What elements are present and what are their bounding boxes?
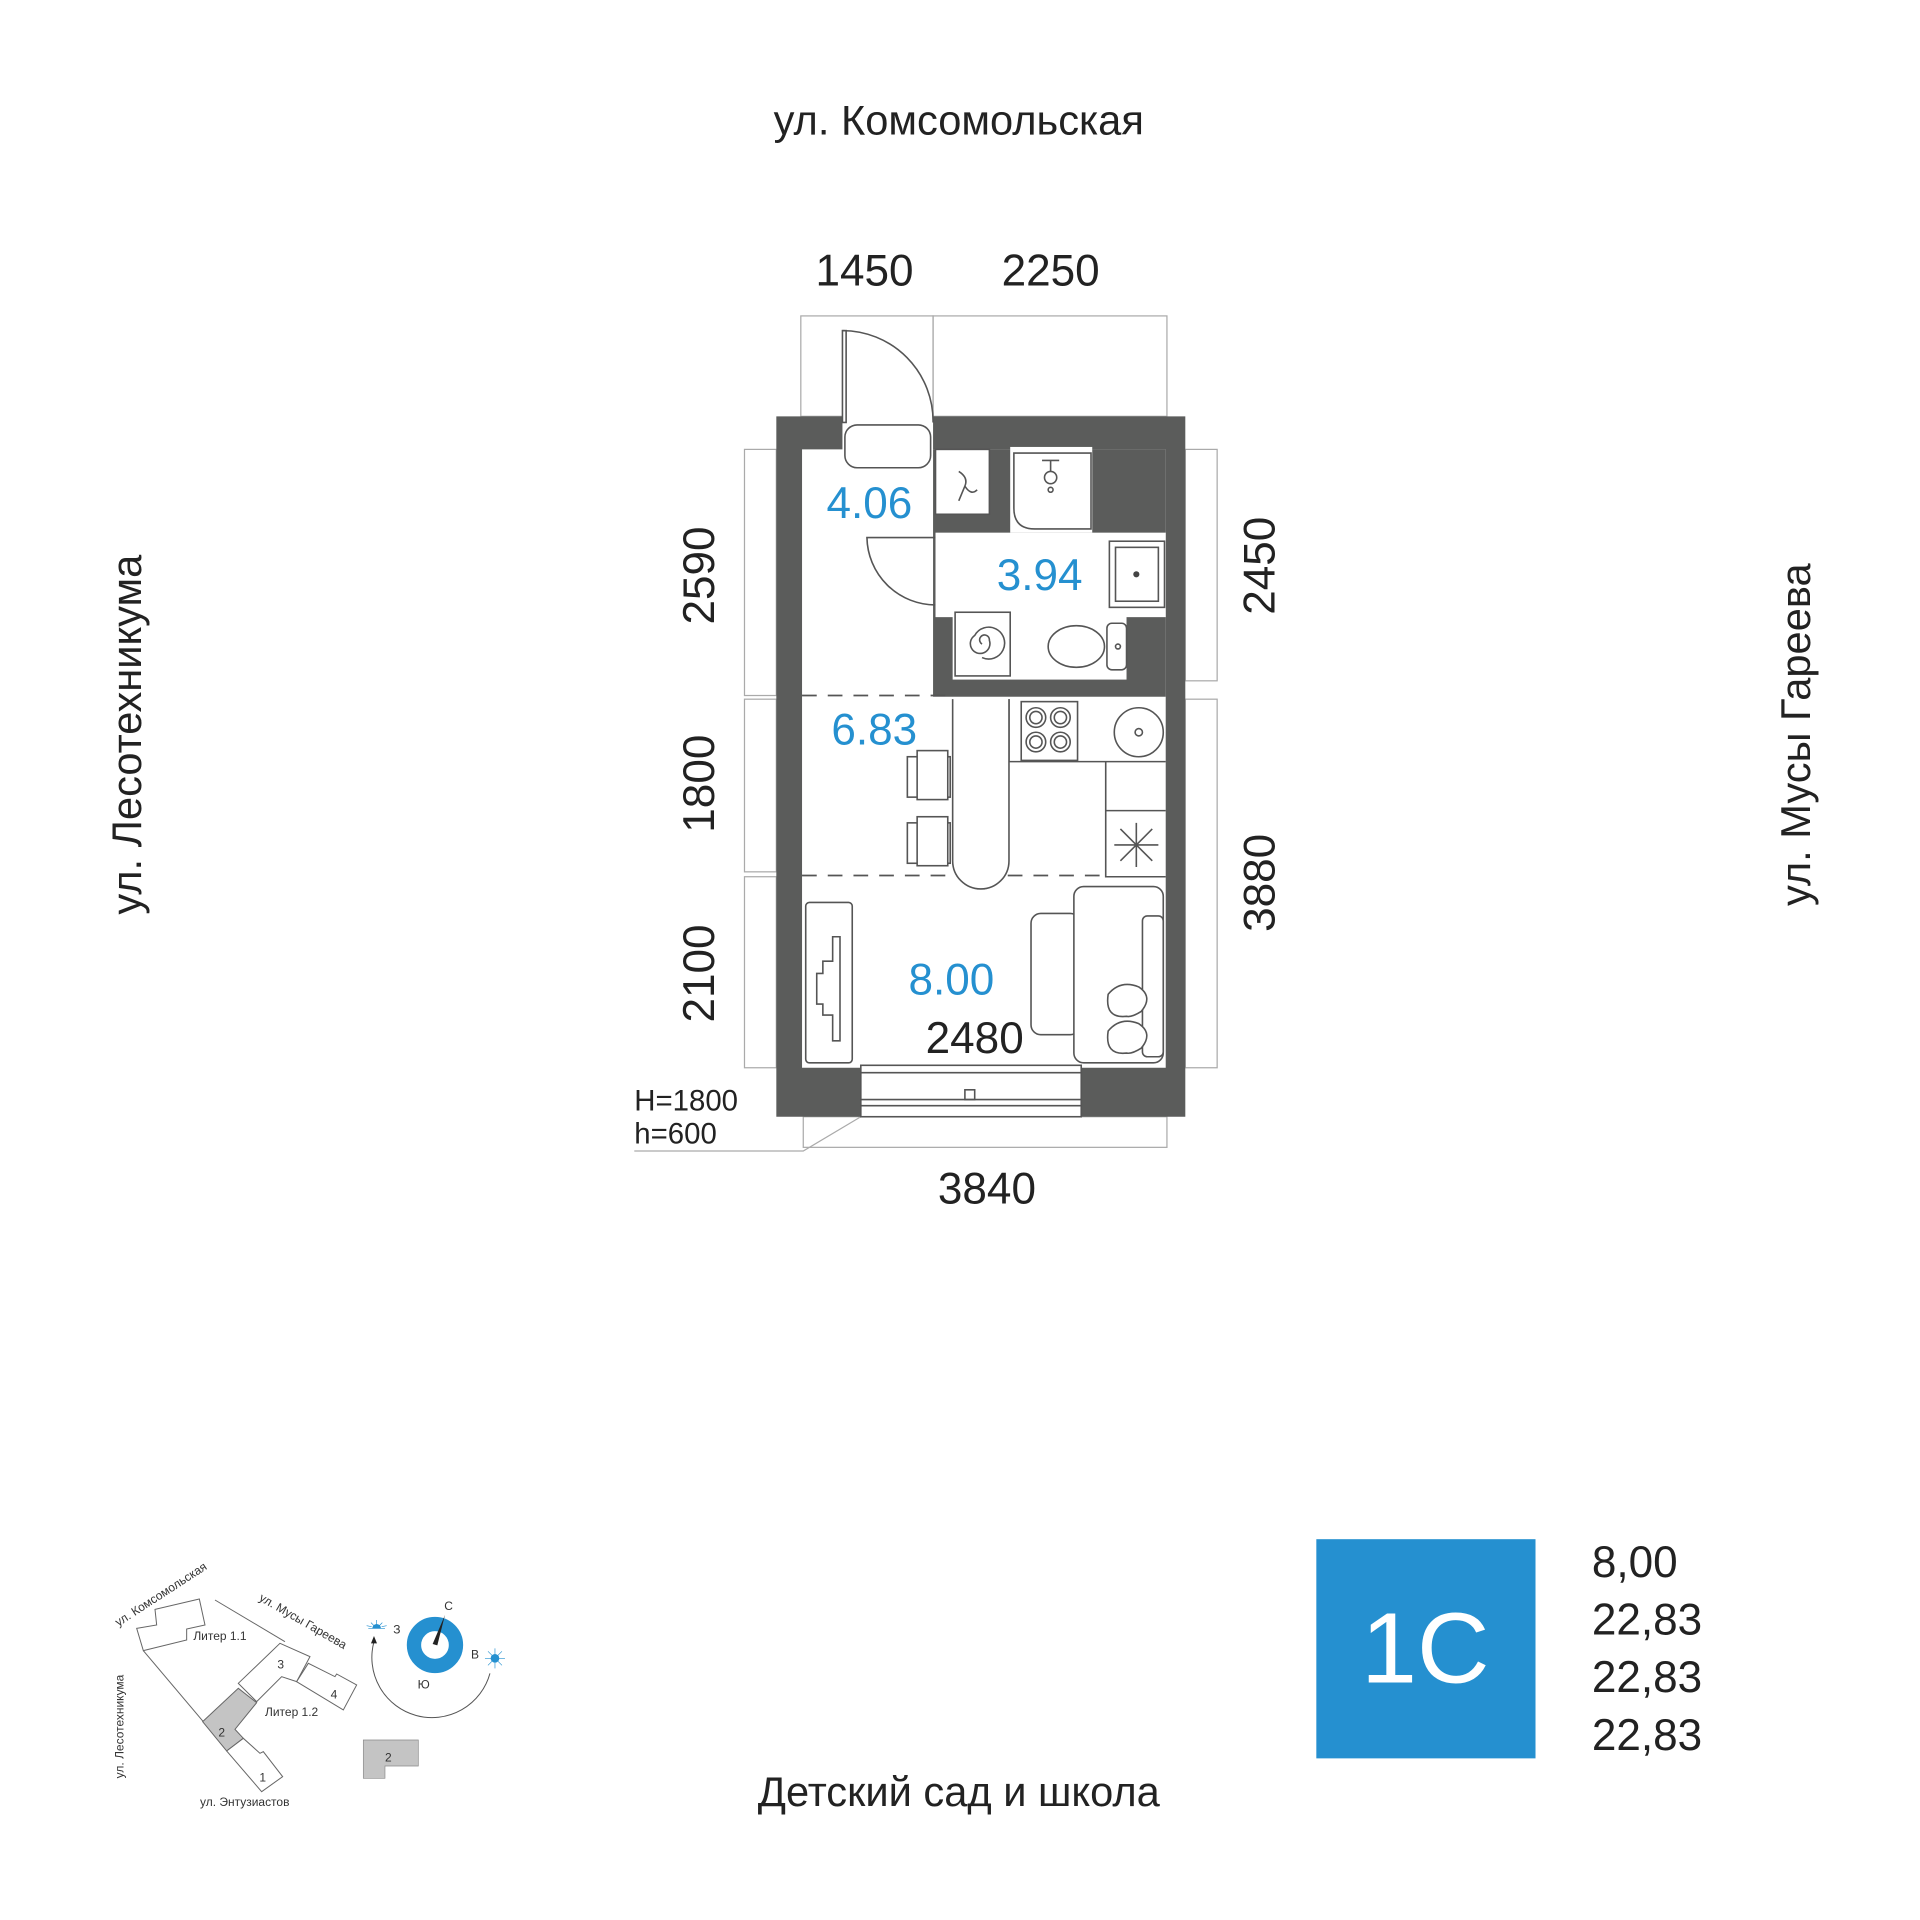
minimap-section-2: 2 — [218, 1726, 225, 1740]
street-east: ул. Мусы Гареева — [1772, 563, 1819, 907]
apartment-value-3: 22,83 — [1592, 1653, 1702, 1702]
closet — [934, 448, 991, 516]
dim-left-bottom: 2100 — [675, 924, 724, 1022]
street-west: ул. Лесотехникума — [103, 554, 150, 915]
dim-inner-width: 2480 — [926, 1014, 1024, 1063]
minimap-street-gareeva: ул. Мусы Гареева — [257, 1590, 350, 1652]
minimap-liter-1-2: Литер 1.2 — [265, 1705, 319, 1719]
minimap-section-1: 1 — [259, 1771, 266, 1785]
legend-section-number: 2 — [385, 1751, 392, 1765]
entrance-door — [841, 329, 934, 469]
compass-east: В — [471, 1647, 479, 1661]
apartment-value-1: 8,00 — [1592, 1538, 1678, 1587]
compass-north: С — [444, 1599, 453, 1613]
minimap-street-entuziastov: ул. Энтузиастов — [200, 1795, 289, 1809]
dim-left-top: 2590 — [675, 526, 724, 624]
room-area-kitchen: 6.83 — [831, 705, 917, 754]
kitchen-fixtures — [802, 694, 1166, 890]
site-minimap: ул. Комсомольская ул. Мусы Гареева ул. Л… — [112, 1559, 505, 1809]
compass-south: Ю — [418, 1677, 430, 1691]
compass: С З В Ю — [366, 1599, 505, 1719]
dim-left-middle: 1800 — [675, 735, 724, 833]
minimap-section-3: 3 — [277, 1657, 284, 1671]
dim-top-right: 2250 — [1002, 246, 1100, 295]
apartment-type-badge: 1С — [1316, 1539, 1536, 1759]
window-sill-height: h=600 — [634, 1118, 717, 1151]
bathroom-fixtures — [866, 452, 1166, 677]
minimap-street-lesotekhnikuma: ул. Лесотехникума — [112, 1674, 126, 1778]
window-height: H=1800 — [634, 1085, 738, 1118]
apartment-value-2: 22,83 — [1592, 1596, 1702, 1645]
minimap-liter-1-1: Литер 1.1 — [193, 1629, 247, 1643]
apartment-type: 1С — [1361, 1592, 1489, 1704]
room-area-hallway: 4.06 — [826, 479, 912, 528]
room-area-living: 8.00 — [909, 955, 995, 1004]
fridge-snowflake-icon — [1114, 822, 1159, 867]
compass-needle-icon — [432, 1614, 445, 1646]
street-north: ул. Комсомольская — [774, 97, 1144, 144]
minimap-section-4: 4 — [331, 1687, 338, 1701]
living-furniture — [804, 885, 1165, 1064]
dim-bottom: 3840 — [938, 1165, 1036, 1214]
dim-top-left: 1450 — [815, 246, 913, 295]
sunset-icon — [366, 1619, 387, 1629]
compass-west: З — [393, 1622, 400, 1636]
arrow-icon — [370, 1635, 377, 1644]
dim-right-top: 2450 — [1236, 517, 1285, 615]
sunrise-icon — [484, 1648, 505, 1669]
dim-right-bottom: 3880 — [1236, 834, 1285, 932]
room-area-bathroom: 3.94 — [997, 551, 1083, 600]
section-legend: 2 — [362, 1739, 419, 1779]
apartment-value-4: 22,83 — [1592, 1711, 1702, 1760]
street-south: Детский сад и школа — [758, 1768, 1161, 1815]
window — [860, 1064, 1083, 1118]
